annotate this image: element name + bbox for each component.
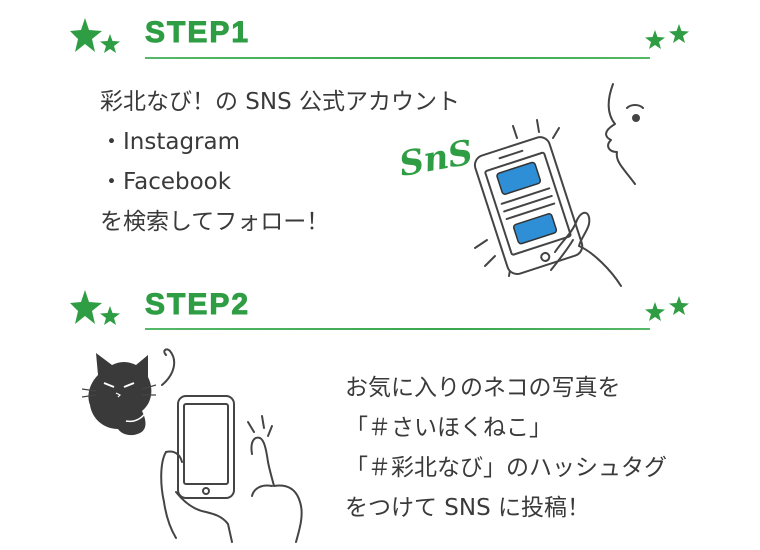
step1-divider [145,57,650,59]
instruction-line: を検索してフォロー！ [100,209,330,235]
step1-instructions: 彩北なび！の SNS 公式アカウント ・Instagram ・Facebook … [100,82,460,242]
star-cluster-icon [645,24,689,49]
phone-in-hand-illustration [473,83,644,287]
instruction-line: ・Instagram [100,129,241,155]
instruction-line: 「＃彩北なび」のハッシュタグ [345,455,667,481]
step1-title: STEP1 [144,16,251,50]
step2-divider [145,328,650,330]
instruction-line: をつけて SNS に投稿！ [345,495,591,521]
star-cluster-icon [70,18,120,53]
sns-logo: SnS [396,133,476,185]
star-cluster-icon [70,290,120,325]
instruction-line: ・Facebook [100,169,232,195]
instruction-line: お気に入りのネコの写真を [345,375,621,401]
step2-instructions: お気に入りのネコの写真を 「＃さいほくねこ」 「＃彩北なび」のハッシュタグ をつ… [345,368,667,528]
star-cluster-icon [645,296,689,321]
instruction-line: 彩北なび！の SNS 公式アカウント [100,89,461,115]
black-cat-illustration [81,348,176,436]
phone-and-finger-illustration [160,395,303,543]
step2-title: STEP2 [144,288,251,322]
instruction-line: 「＃さいほくねこ」 [345,415,552,441]
